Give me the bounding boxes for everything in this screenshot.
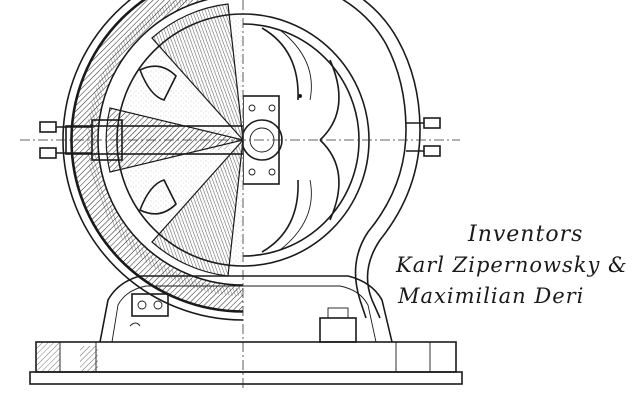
inventor-name-line-2: Maximilian Deri — [398, 284, 585, 308]
sectional-view — [39, 0, 243, 327]
inventor-name-line-1: Karl Zipernowsky & — [396, 253, 628, 277]
base-plate — [29, 341, 463, 385]
inventors-heading: Inventors — [468, 222, 584, 247]
